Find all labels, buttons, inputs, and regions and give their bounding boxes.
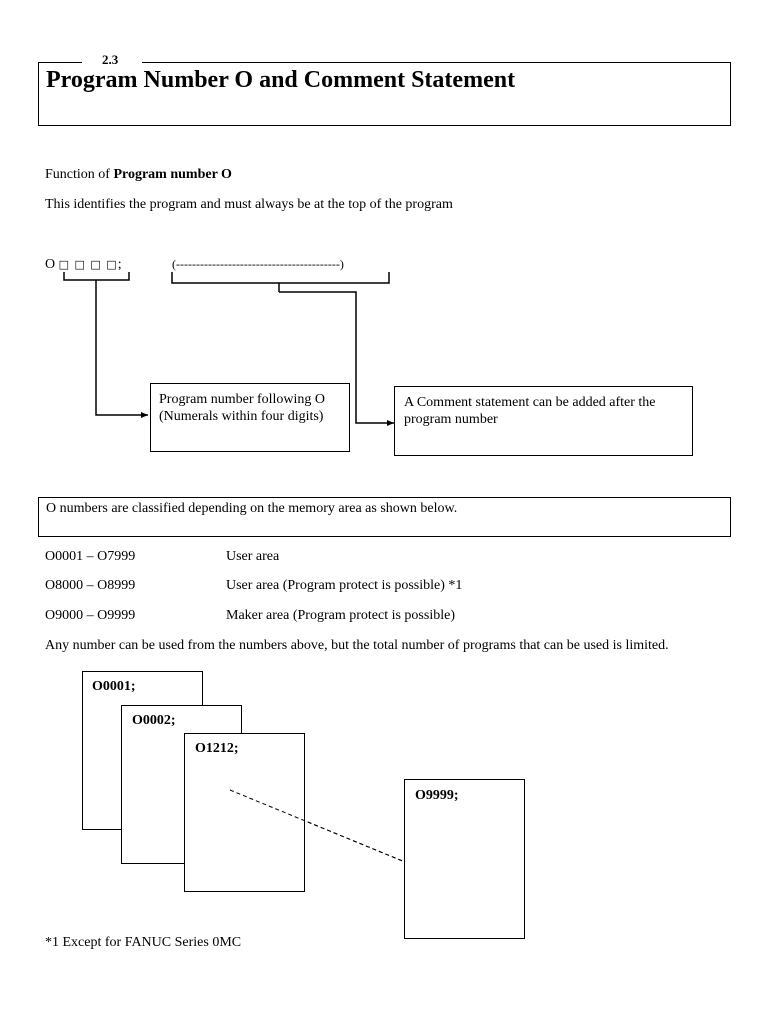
function-description: This identifies the program and must alw… — [45, 197, 453, 212]
function-prefix: Function of — [45, 167, 114, 182]
comment-box-line-2: program number — [404, 412, 498, 427]
program-number-brace — [63, 272, 130, 281]
format-placeholders: □ □ □ □ — [58, 258, 118, 271]
section-header: 2.3 Program Number O and Comment Stateme… — [38, 52, 731, 126]
comment-brace — [171, 272, 390, 284]
program-sheet-label: O1212; — [195, 741, 239, 756]
range-row-3-area: Maker area (Program protect is possible) — [226, 608, 455, 623]
program-number-line-1: Program number following O — [159, 392, 326, 407]
range-row-3-range: O9000 – O9999 — [45, 608, 136, 623]
program-number-line-2: (Numerals within four digits) — [159, 409, 324, 424]
section-header-frame — [38, 62, 731, 126]
program-number-box: Program number following O (Numerals wit… — [150, 383, 350, 452]
range-row-1-range: O0001 – O7999 — [45, 549, 136, 564]
format-line: O □ □ □ □; — [45, 256, 122, 273]
program-sheet-3: O1212; — [184, 733, 305, 892]
classification-intro: O numbers are classified depending on th… — [46, 501, 458, 516]
format-prefix: O — [45, 257, 59, 272]
program-sheet-label: O0001; — [92, 679, 136, 694]
range-row-1-area: User area — [226, 549, 280, 564]
comment-arrow — [279, 291, 394, 426]
program-sheet-label: O0002; — [132, 713, 176, 728]
program-sheet-label: O9999; — [415, 788, 459, 803]
function-heading: Function of Program number O — [45, 166, 232, 183]
comment-placeholder: (---------------------------------------… — [172, 257, 344, 271]
section-number: 2.3 — [102, 52, 119, 67]
classification-intro-box: O numbers are classified depending on th… — [38, 497, 731, 537]
comment-box: A Comment statement can be added after t… — [394, 386, 693, 456]
range-row-2-area: User area (Program protect is possible) … — [226, 578, 463, 593]
program-sheet-4: O9999; — [404, 779, 525, 939]
format-semicolon: ; — [117, 257, 122, 272]
footnote: *1 Except for FANUC Series 0MC — [45, 935, 242, 950]
comment-box-line-1: A Comment statement can be added after t… — [404, 395, 656, 410]
section-header-top-left-rule — [38, 62, 82, 63]
function-bold-term: Program number O — [113, 167, 232, 182]
range-row-2-range: O8000 – O8999 — [45, 578, 136, 593]
classification-note: Any number can be used from the numbers … — [45, 638, 669, 653]
program-number-arrow — [95, 287, 148, 418]
page-title: Program Number O and Comment Statement — [46, 67, 516, 93]
section-header-top-right-rule — [142, 62, 731, 63]
